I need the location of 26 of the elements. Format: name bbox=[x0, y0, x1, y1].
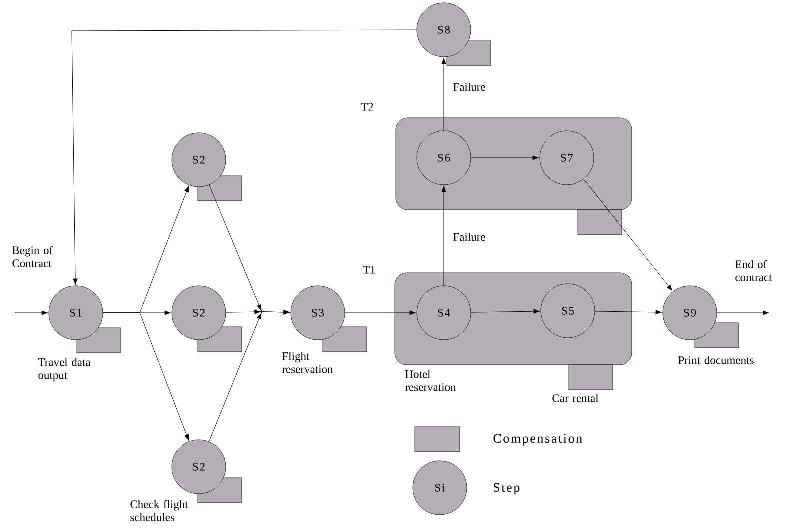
arrow bbox=[594, 310, 662, 315]
arrow bbox=[72, 30, 418, 285]
arrow bbox=[209, 310, 290, 442]
step-caption: Begin of Contract bbox=[12, 246, 54, 268]
step-caption: Print documents bbox=[678, 356, 754, 364]
arrow bbox=[14, 310, 48, 316]
legend-text: Compensation bbox=[494, 434, 582, 446]
arrow bbox=[442, 186, 446, 286]
arrow bbox=[102, 312, 190, 441]
arrow bbox=[344, 310, 416, 316]
node-label: T2 bbox=[361, 103, 374, 111]
step-caption: Car rental bbox=[552, 394, 599, 402]
step-caption: Flight reservation bbox=[282, 352, 334, 374]
legend-text: Step bbox=[494, 483, 520, 495]
arrow bbox=[716, 310, 770, 316]
arrow bbox=[442, 58, 446, 132]
step-caption: End of contract bbox=[736, 260, 772, 282]
step-caption: Hotel reservation bbox=[405, 370, 456, 392]
edge-label: Failure bbox=[452, 232, 487, 242]
arrow bbox=[470, 156, 539, 160]
arrow bbox=[584, 179, 673, 292]
arrow bbox=[470, 309, 540, 314]
step-caption: Travel data output bbox=[38, 358, 91, 382]
edge-label: Failure bbox=[452, 82, 487, 92]
node-label: T1 bbox=[363, 266, 376, 274]
step-caption: Check flight schedules bbox=[130, 500, 188, 522]
